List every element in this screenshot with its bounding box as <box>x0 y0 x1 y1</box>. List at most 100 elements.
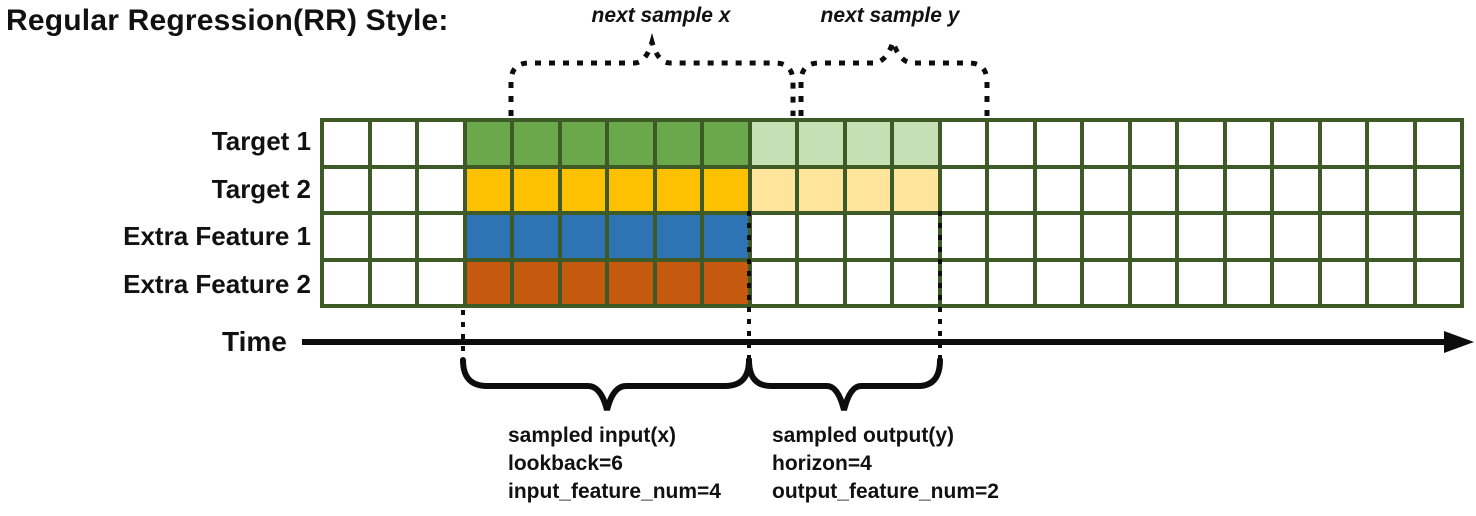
grid-cell <box>799 215 843 258</box>
grid-cell <box>989 215 1033 258</box>
grid-cell <box>989 261 1033 304</box>
lookback-value: lookback=6 <box>508 452 623 475</box>
grid-cell <box>514 261 558 304</box>
grid-cell <box>1131 122 1175 165</box>
grid-cell <box>419 261 463 304</box>
sampled-input-title: sampled input(x) <box>508 424 677 447</box>
grid-cell <box>1084 215 1128 258</box>
next-sample-x-brace <box>508 32 796 116</box>
grid-cell <box>609 215 653 258</box>
sampled-input-caption: sampled input(x) lookback=6 input_featur… <box>508 422 721 506</box>
grid-cell <box>799 168 843 211</box>
grid-cell <box>1179 168 1223 211</box>
grid-cell <box>419 168 463 211</box>
grid-cell <box>371 168 415 211</box>
grid-cell <box>466 168 510 211</box>
next-sample-y-label: next sample y <box>820 4 960 27</box>
grid-cell <box>941 215 985 258</box>
grid-cell <box>656 168 700 211</box>
grid-cell <box>1274 261 1318 304</box>
grid-cell <box>846 215 890 258</box>
grid-cell <box>419 122 463 165</box>
grid-cell <box>1416 261 1460 304</box>
grid-cell <box>1084 168 1128 211</box>
next-sample-y-brace <box>798 34 990 116</box>
sampled-input-brace <box>460 357 752 411</box>
grid-cell <box>941 261 985 304</box>
grid-cell <box>1179 215 1223 258</box>
grid-cell <box>894 261 938 304</box>
grid-cell <box>704 122 748 165</box>
grid-cell <box>466 122 510 165</box>
next-sample-x-label: next sample x <box>591 4 731 27</box>
grid-cell <box>609 168 653 211</box>
grid-cell <box>989 168 1033 211</box>
row-label-target-1: Target 1 <box>211 126 311 157</box>
grid-cell <box>656 122 700 165</box>
grid-cell <box>1274 122 1318 165</box>
grid-cell <box>1369 168 1413 211</box>
grid-cell <box>1321 168 1365 211</box>
grid-cell <box>656 261 700 304</box>
grid-cell <box>1416 215 1460 258</box>
grid-cell <box>466 261 510 304</box>
grid-cell <box>1036 261 1080 304</box>
grid-cell <box>704 215 748 258</box>
grid-cell <box>1036 168 1080 211</box>
grid-cell <box>324 261 368 304</box>
grid-cell <box>324 122 368 165</box>
grid-cell <box>704 261 748 304</box>
grid-cell <box>514 122 558 165</box>
row-labels: Target 1 Target 2 Extra Feature 1 Extra … <box>0 118 311 308</box>
grid-cell <box>1226 261 1270 304</box>
grid-cell <box>751 261 795 304</box>
grid-cell <box>324 215 368 258</box>
grid-cell <box>894 168 938 211</box>
grid-cell <box>1416 168 1460 211</box>
grid-cell <box>1321 261 1365 304</box>
grid-cell <box>1226 215 1270 258</box>
grid-cell <box>1369 122 1413 165</box>
diagram-title: Regular Regression(RR) Style: <box>6 4 449 37</box>
grid-cell <box>846 122 890 165</box>
sampled-output-caption: sampled output(y) horizon=4 output_featu… <box>772 422 999 506</box>
grid-cell <box>609 122 653 165</box>
grid-cell <box>561 261 605 304</box>
grid-cell <box>799 261 843 304</box>
grid-cell <box>371 261 415 304</box>
grid-cell <box>561 215 605 258</box>
grid-cell <box>704 168 748 211</box>
grid-cell <box>1131 261 1175 304</box>
time-arrow-head <box>1444 331 1474 353</box>
grid-cell <box>1416 122 1460 165</box>
grid-cell <box>1274 168 1318 211</box>
grid-cell <box>846 168 890 211</box>
grid-cell <box>1084 261 1128 304</box>
grid-cell <box>894 122 938 165</box>
grid-cell <box>941 168 985 211</box>
row-label-target-2: Target 2 <box>211 173 311 204</box>
grid-cell <box>751 215 795 258</box>
grid-cell <box>751 168 795 211</box>
grid-cell <box>1179 261 1223 304</box>
row-label-extra-feature-1: Extra Feature 1 <box>123 221 311 252</box>
grid-cell <box>941 122 985 165</box>
grid-cell <box>846 261 890 304</box>
grid-cell <box>1131 215 1175 258</box>
grid-cell <box>1084 122 1128 165</box>
grid-cell <box>1179 122 1223 165</box>
grid-cell <box>1226 168 1270 211</box>
grid-cell <box>1274 215 1318 258</box>
grid-cell <box>656 215 700 258</box>
sampled-output-brace <box>746 357 943 411</box>
grid-cell <box>1226 122 1270 165</box>
sample-grid <box>320 118 1464 308</box>
grid-cell <box>1036 122 1080 165</box>
grid-cell <box>514 215 558 258</box>
grid-cell <box>609 261 653 304</box>
grid-cell <box>799 122 843 165</box>
grid-cell <box>1321 215 1365 258</box>
grid-cell <box>561 168 605 211</box>
grid-cell <box>1369 215 1413 258</box>
